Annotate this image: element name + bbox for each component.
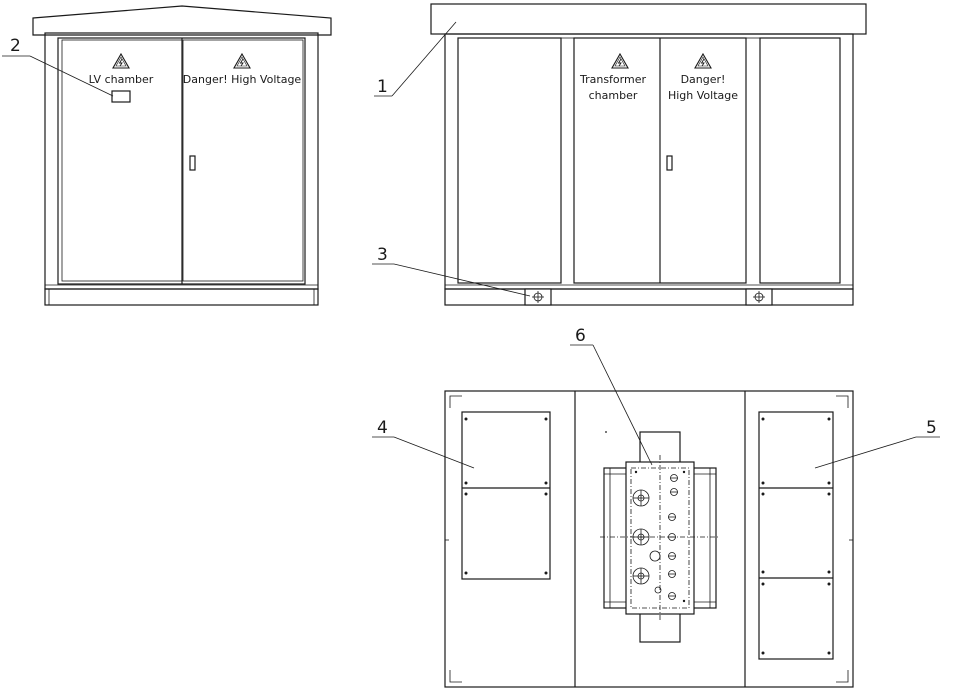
door-handle (666, 155, 673, 171)
right-base (444, 288, 854, 306)
high-voltage-warning-icon (694, 53, 712, 69)
plan-outline (444, 390, 854, 688)
lv-nameplate (111, 90, 131, 103)
left-elevation: LV chamber Danger! High Voltage (32, 5, 332, 306)
high-voltage-warning-icon (112, 53, 130, 69)
svg-text:2: 2 (10, 36, 21, 56)
svg-text:5: 5 (926, 418, 937, 438)
high-voltage-warning-icon (611, 53, 629, 69)
callout-5: 5 (814, 418, 940, 469)
lifting-lug (745, 288, 773, 306)
svg-text:1: 1 (377, 77, 388, 97)
lv-chamber-label: LV chamber (89, 73, 154, 86)
transformer-label-line2: chamber (589, 89, 638, 102)
transformer-base (600, 431, 718, 643)
callout-1: 1 (374, 21, 457, 97)
left-roof (32, 5, 332, 36)
svg-text:3: 3 (377, 245, 388, 265)
cover-plate-right (758, 411, 834, 660)
left-base (44, 288, 319, 306)
plan-view (444, 390, 854, 688)
bushing (632, 528, 650, 546)
callout-6: 6 (570, 326, 653, 466)
cover-plate-left (461, 411, 551, 580)
svg-text:6: 6 (575, 326, 586, 346)
bushing (632, 489, 650, 507)
svg-text:4: 4 (377, 418, 388, 438)
end-panel-right (759, 37, 841, 284)
door-handle (189, 155, 196, 171)
callout-2: 2 (2, 36, 114, 97)
bushing (632, 567, 650, 585)
right-elevation: Transformer chamber Danger! High Voltage (430, 3, 867, 306)
end-panel-left (457, 37, 562, 284)
transformer-label-line1: Transformer (579, 73, 646, 86)
right-frame (444, 33, 854, 290)
danger-high-voltage-label: Danger! High Voltage (183, 73, 302, 86)
callout-3: 3 (372, 245, 531, 297)
valve (649, 550, 661, 562)
lifting-lug (524, 288, 552, 306)
danger-label-line2: High Voltage (668, 89, 738, 102)
high-voltage-warning-icon (233, 53, 251, 69)
right-roof (430, 3, 867, 35)
callout-4: 4 (372, 418, 475, 469)
danger-label-line1: Danger! (681, 73, 726, 86)
right-door-leaf (182, 39, 304, 282)
lv-bushing (668, 474, 678, 600)
